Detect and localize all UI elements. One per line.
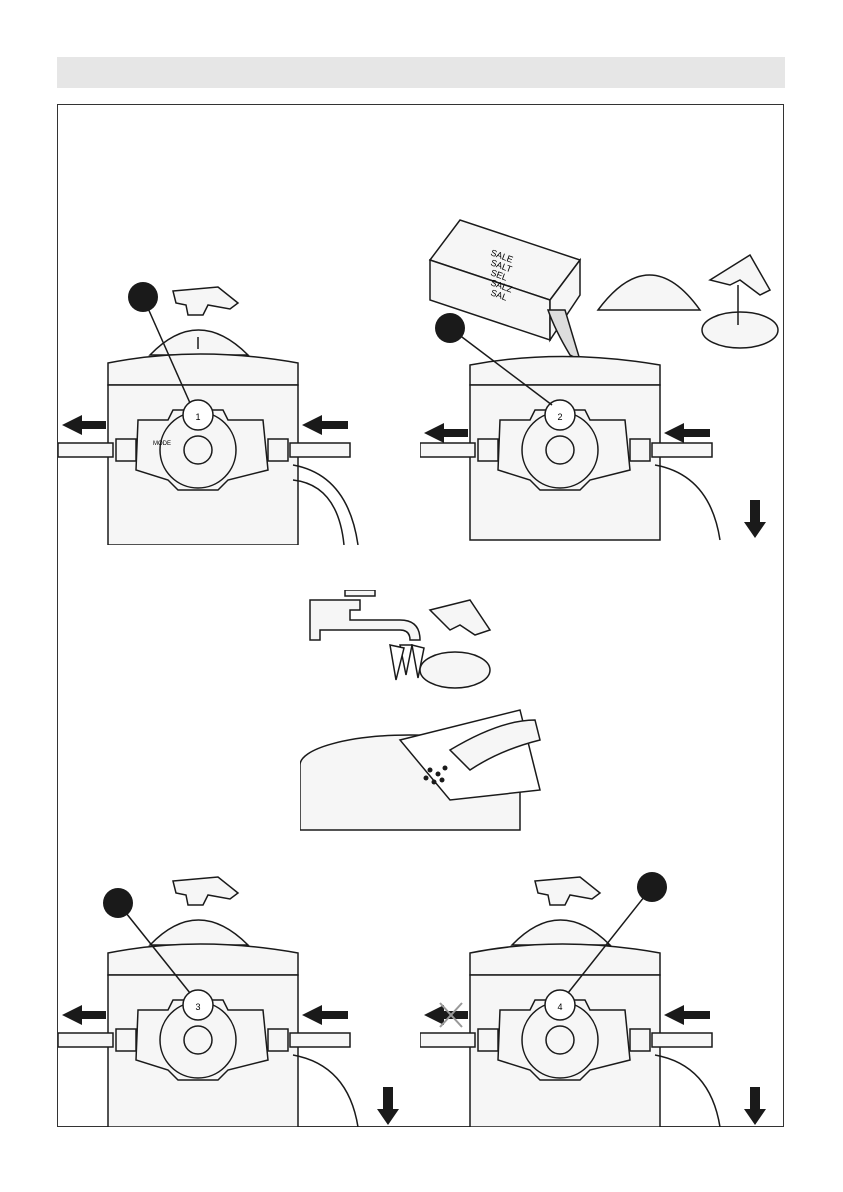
dial-position-4: 4 xyxy=(557,1002,562,1012)
dial-mode-label: MODE xyxy=(153,441,171,447)
panel-step-1: 1 MODE xyxy=(58,275,388,545)
panel-step-3 xyxy=(300,590,550,835)
dial-position-2: 2 xyxy=(557,412,562,422)
dial-position-1: 1 xyxy=(195,412,200,422)
header-bar xyxy=(57,57,785,88)
dial-position-3: 3 xyxy=(195,1002,200,1012)
panel-step-4: 3 xyxy=(58,865,403,1127)
panel-step-2: SALE SALT SEL SALZ SAL 2 xyxy=(420,210,780,550)
panel-step-5: 4 xyxy=(420,865,780,1127)
